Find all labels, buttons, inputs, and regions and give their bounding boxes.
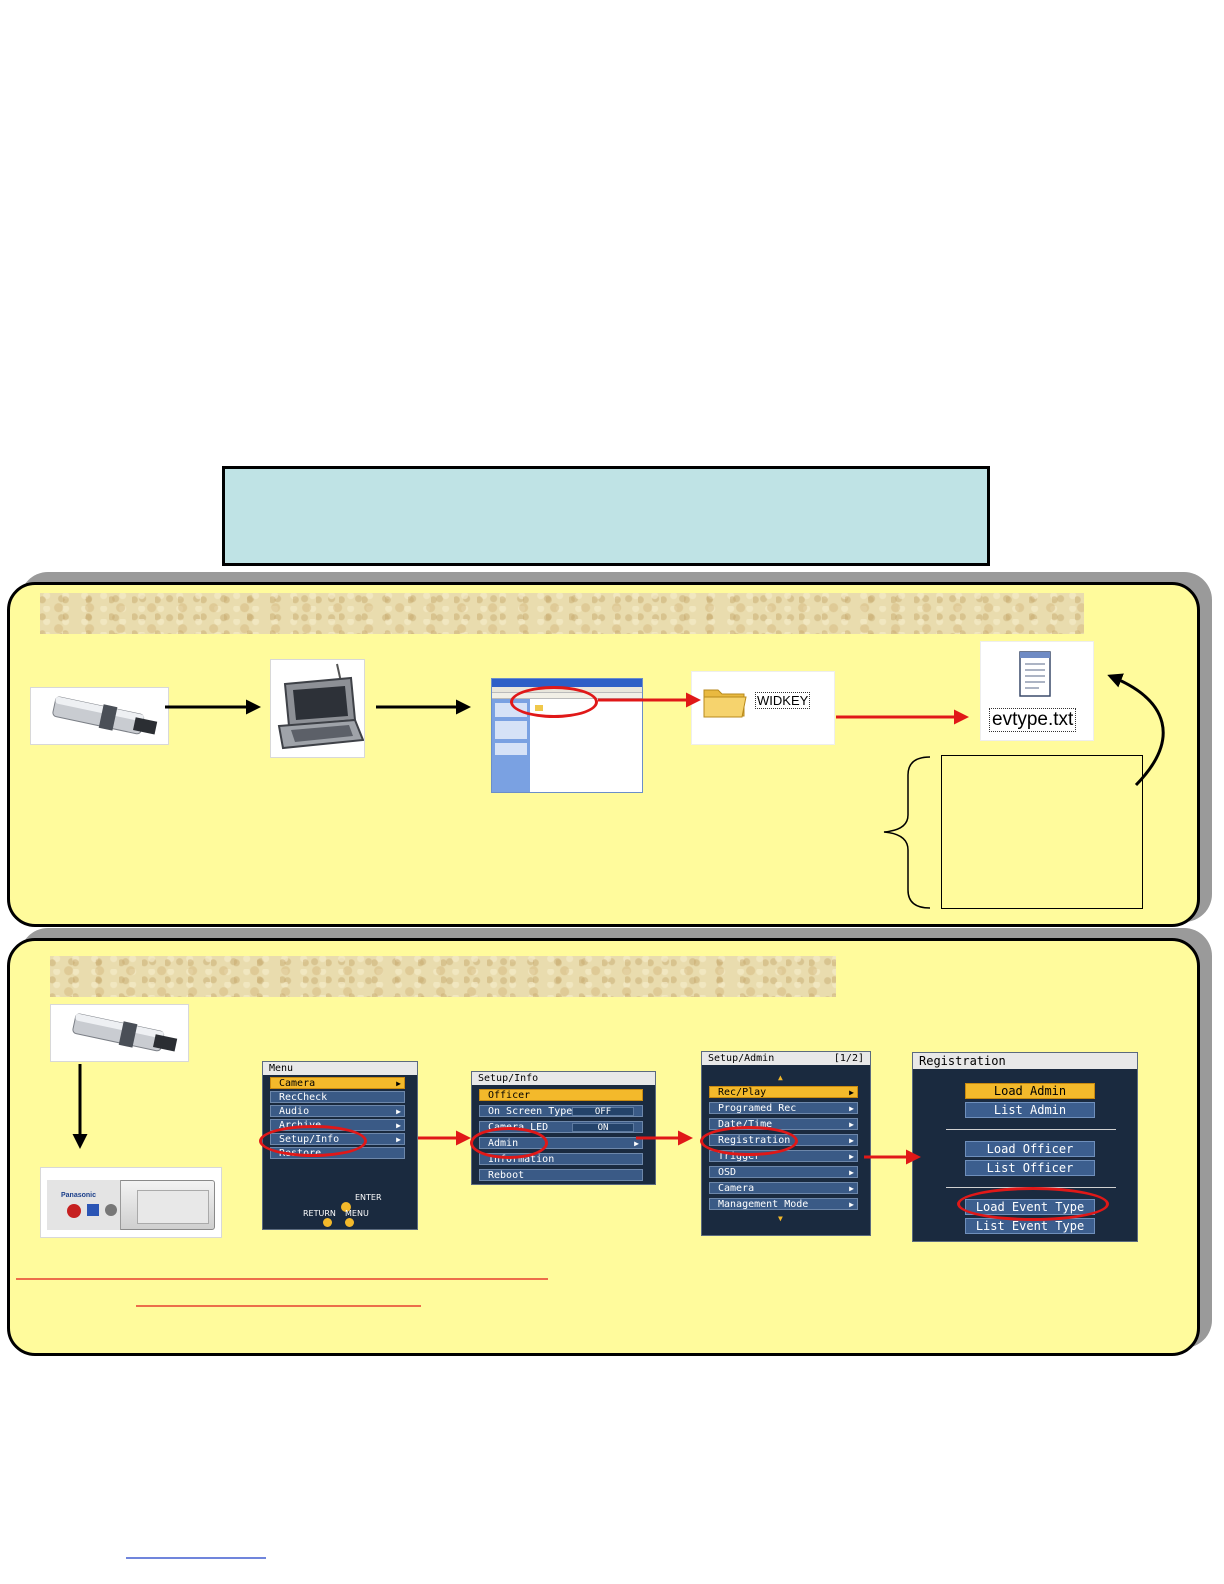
arrow-note-to-file bbox=[1110, 676, 1163, 785]
note-brace bbox=[884, 757, 930, 908]
